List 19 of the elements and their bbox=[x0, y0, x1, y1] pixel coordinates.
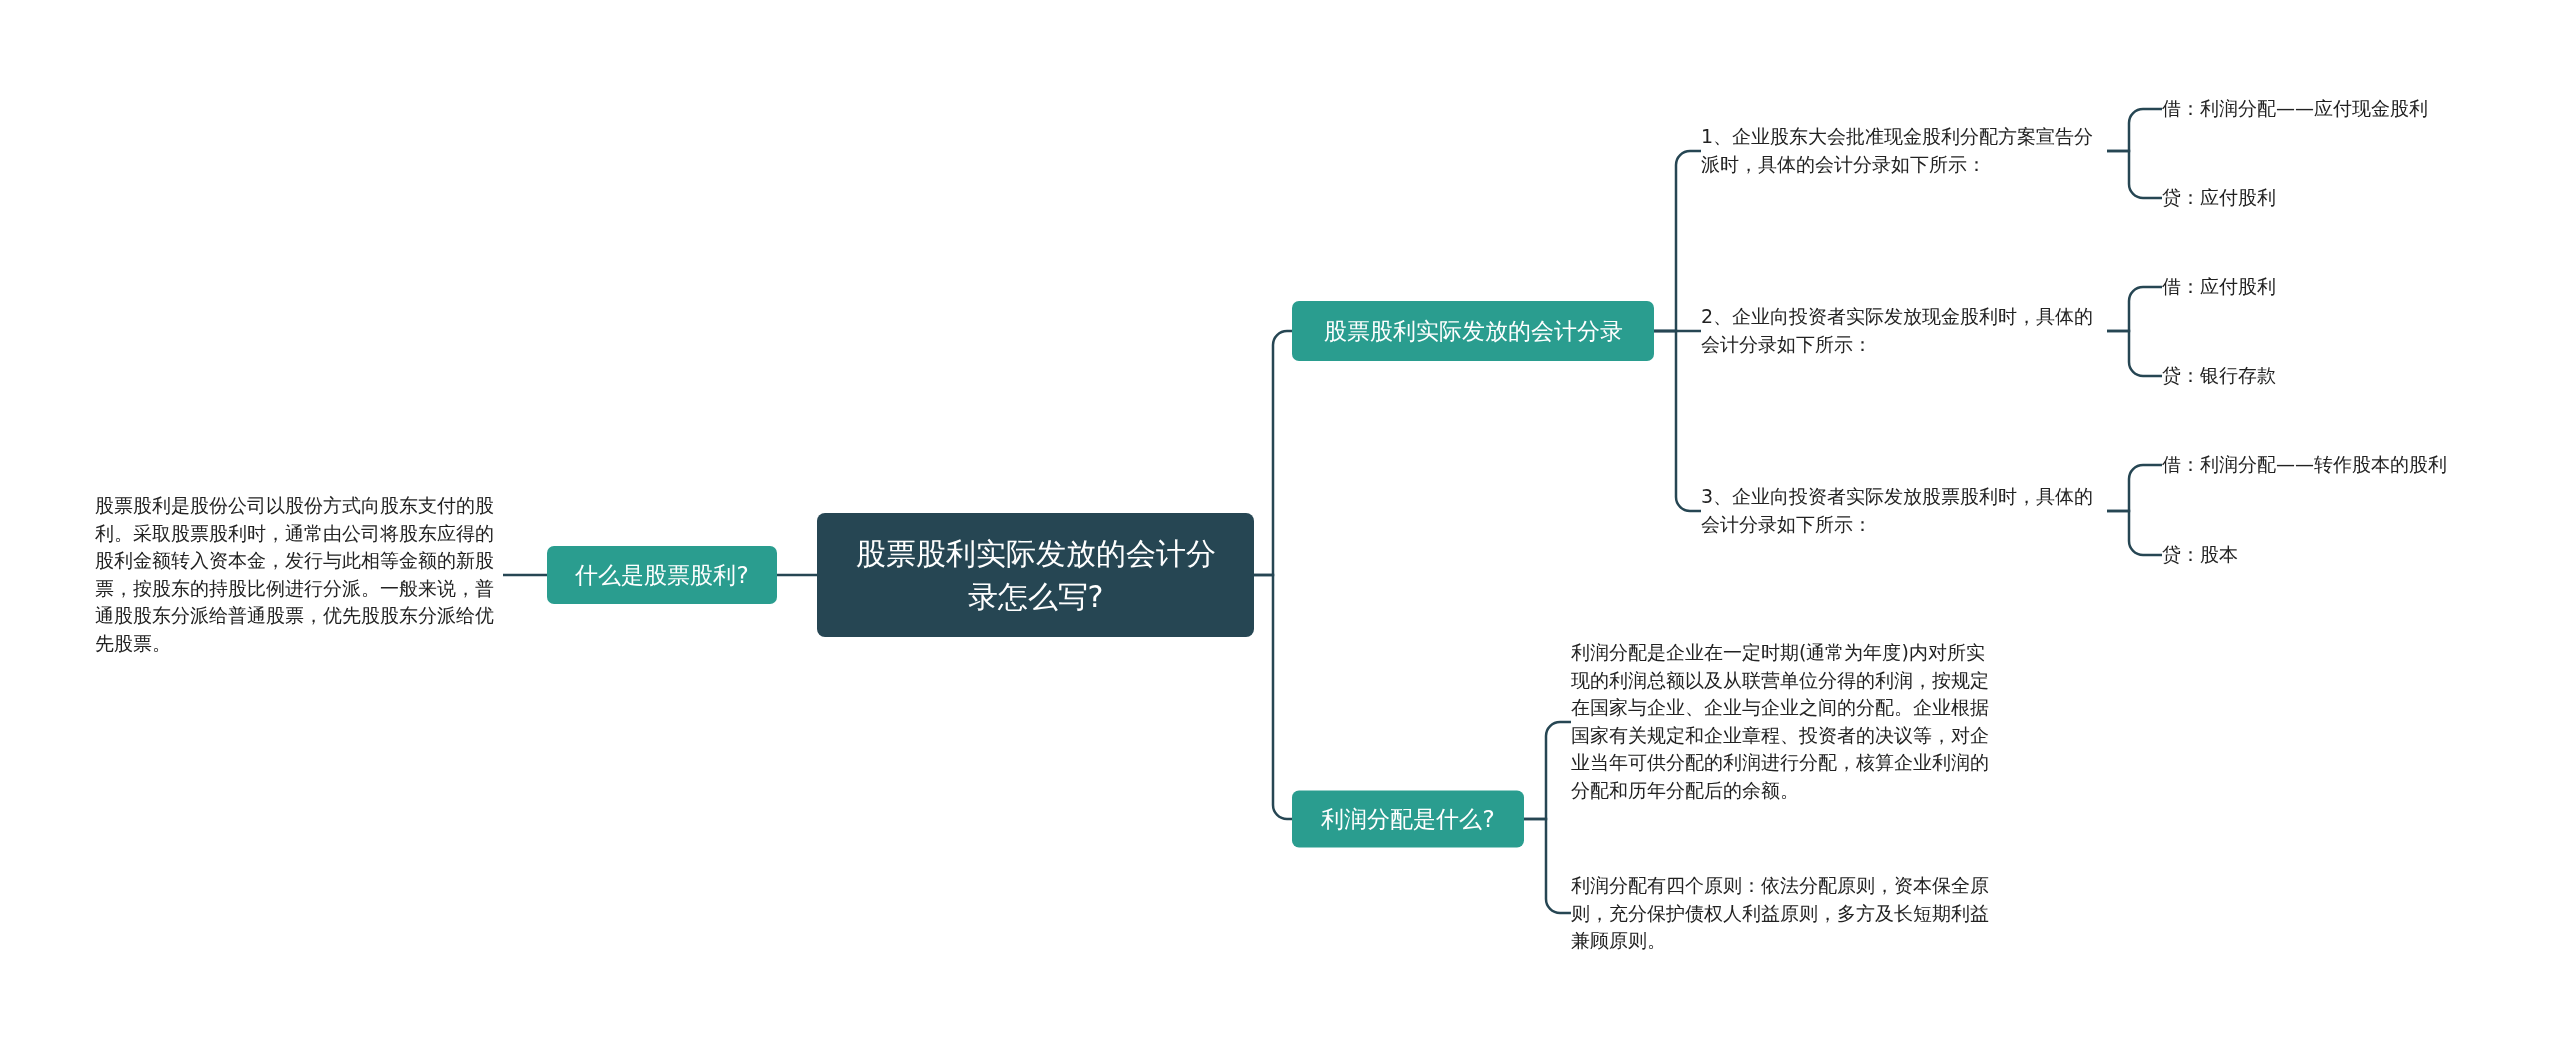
topic-box: 什么是股票股利? bbox=[547, 546, 777, 604]
topic-box: 股票股利实际发放的会计分录 bbox=[1292, 301, 1654, 361]
topic-text: 1、企业股东大会批准现金股利分配方案宣告分派时，具体的会计分录如下所示： bbox=[1701, 123, 2107, 179]
topic-text: 贷：应付股利 bbox=[2162, 184, 2560, 212]
topic-text: 3、企业向投资者实际发放股票股利时，具体的会计分录如下所示： bbox=[1701, 483, 2107, 539]
topic-text: 股票股利是股份公司以股份方式向股东支付的股利。采取股票股利时，通常由公司将股东应得的股利金额转入资本金，发行与此相等金额的新股票，按股东的持股比例进行分派。一般来说，普通股股东分派给普通股票，优先股股东分派给优先股票。 bbox=[95, 492, 503, 658]
connector-line bbox=[2107, 509, 2162, 557]
topic-text: 借：利润分配——应付现金股利 bbox=[2162, 95, 2560, 123]
topic-text: 贷：银行存款 bbox=[2162, 362, 2560, 390]
topic-text: 借：应付股利 bbox=[2162, 273, 2560, 301]
topic-box: 利润分配是什么? bbox=[1292, 790, 1524, 848]
topic-text: 贷：股本 bbox=[2162, 541, 2560, 569]
connector-line bbox=[503, 573, 547, 577]
topic-text: 借：利润分配——转作股本的股利 bbox=[2162, 451, 2560, 479]
topic-text: 2、企业向投资者实际发放现金股利时，具体的会计分录如下所示： bbox=[1701, 303, 2107, 359]
central-topic: 股票股利实际发放的会计分录怎么写? bbox=[817, 513, 1254, 637]
connector-line bbox=[777, 573, 817, 577]
topic-text: 利润分配有四个原则：依法分配原则，资本保全原则，充分保护债权人利益原则，多方及长短期利益兼顾原则。 bbox=[1571, 871, 1991, 955]
topic-text: 利润分配是企业在一定时期(通常为年度)内对所实现的利润总额以及从联营单位分得的利润，按规定在国家与企业、企业与企业之间的分配。企业根据国家有关规定和企业章程、投资者的决议等，对企业当年可供分配的利润进行分配，核算企业利润的分配和历年分配后的余额。 bbox=[1571, 639, 1991, 805]
